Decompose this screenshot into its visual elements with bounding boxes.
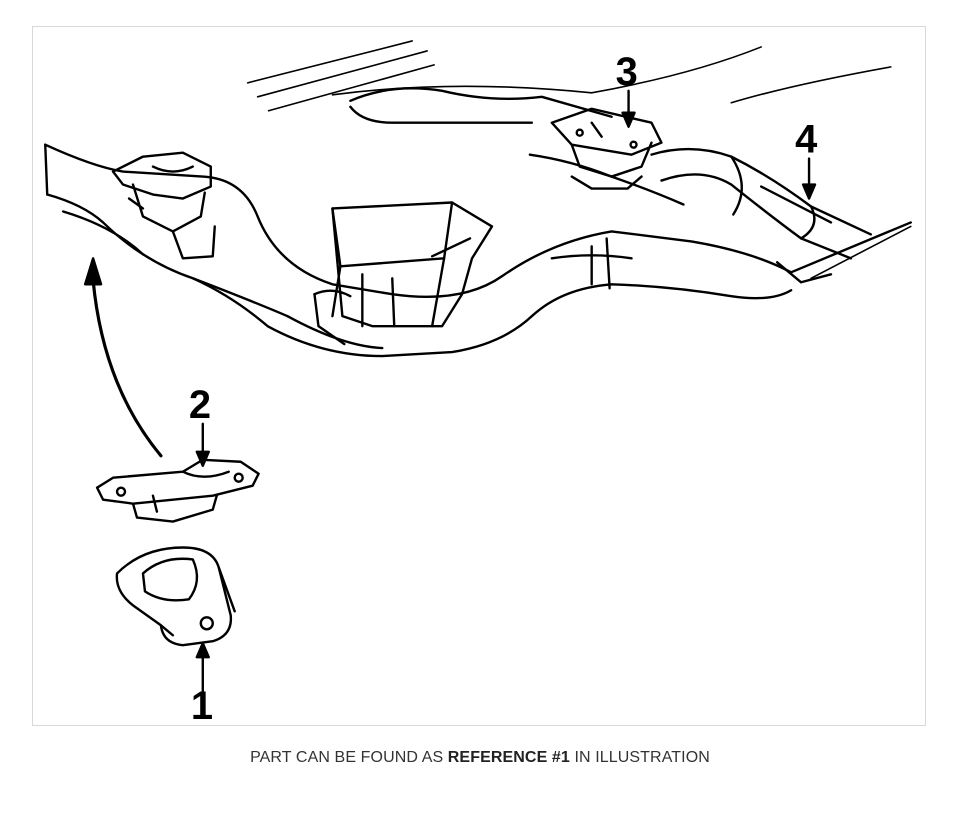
caption-suffix: IN ILLUSTRATION	[569, 749, 710, 766]
crossmember-box	[313, 201, 494, 346]
motor-mount	[115, 546, 236, 647]
callout-number-3: 3	[616, 50, 638, 94]
motor-mount-bracket	[95, 458, 260, 523]
callout-number-4: 4	[795, 118, 817, 162]
assembly-arrow	[83, 257, 163, 458]
reference-caption: PART CAN BE FOUND AS REFERENCE #1 IN ILL…	[0, 749, 960, 767]
transmission-mount-assembly	[528, 107, 685, 206]
floor-pan-lines	[246, 40, 912, 280]
frame-mount-bracket	[111, 151, 216, 260]
diagram-canvas: 1 2 3 4	[44, 40, 912, 725]
caption-reference: REFERENCE #1	[447, 749, 570, 766]
callout-number-2: 2	[189, 383, 211, 427]
callout-number-1: 1	[191, 684, 213, 725]
leader-arrows	[195, 89, 817, 693]
parts-diagram: 1 2 3 4	[32, 26, 926, 726]
transmission-crossmember	[349, 87, 873, 284]
caption-prefix: PART CAN BE FOUND AS	[250, 749, 448, 766]
